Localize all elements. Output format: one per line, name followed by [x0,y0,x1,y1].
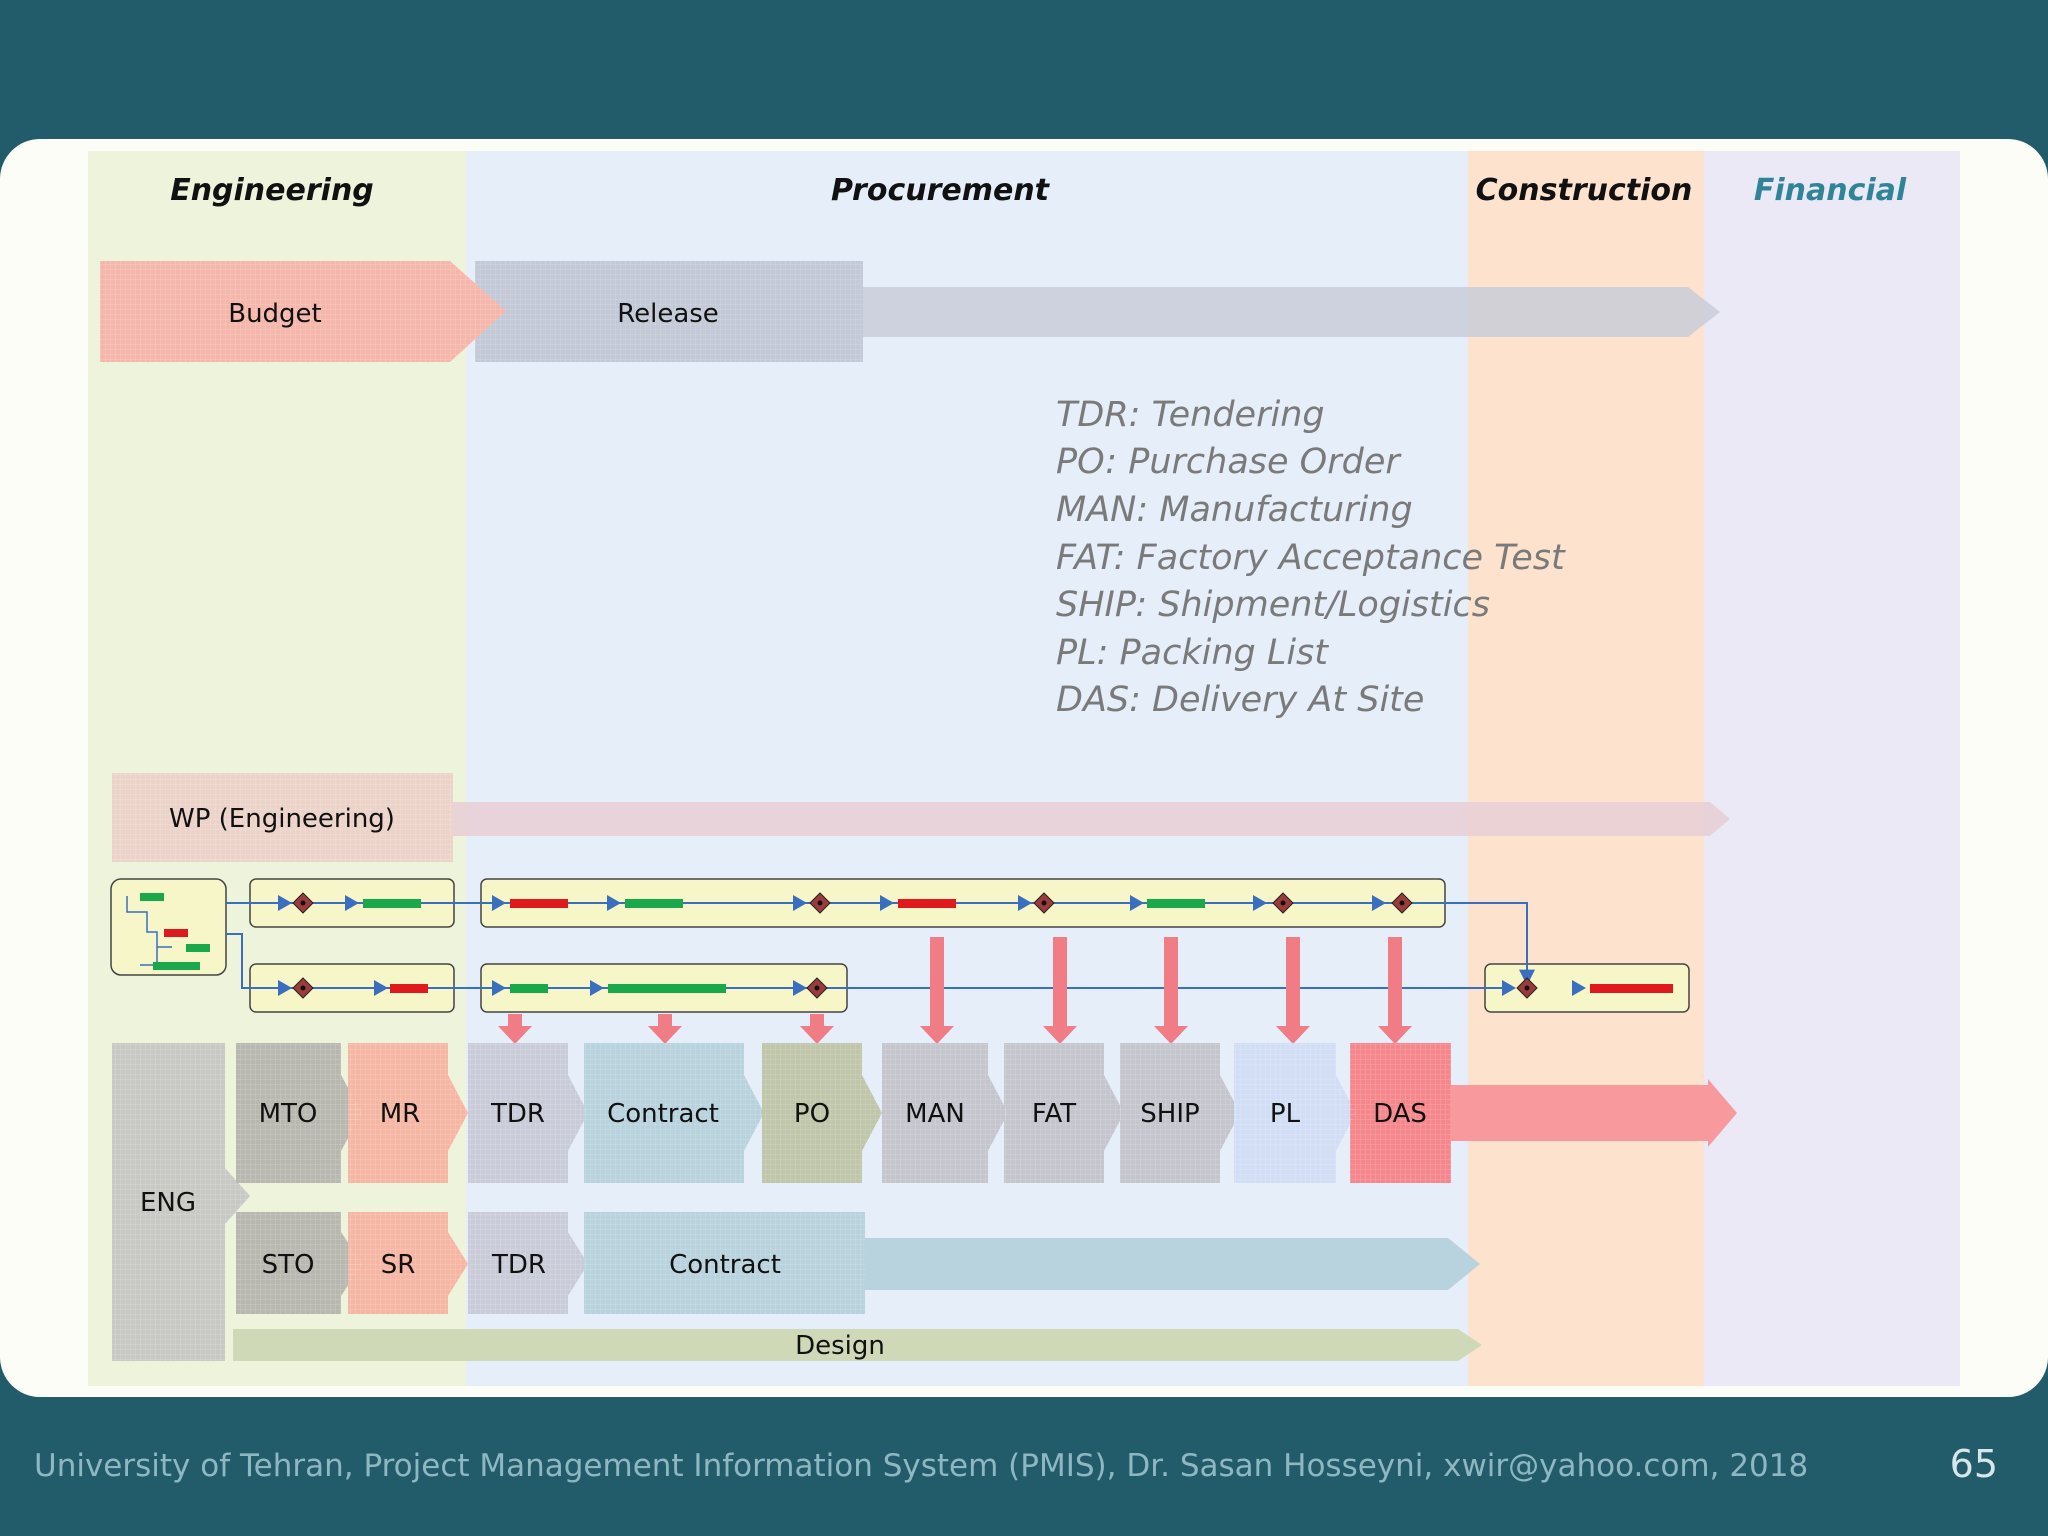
contract2-long-arrow [860,1238,1480,1290]
construction-heading: Construction [1476,173,1693,208]
man-label: MAN [905,1099,965,1129]
slide-card: Engineering Procurement Construction Fin… [0,139,2048,1397]
sto-label: STO [262,1250,315,1280]
legend-item: TDR: Tendering [1056,395,1325,435]
page-number: 65 [1949,1442,1998,1486]
contract2-label: Contract [669,1250,781,1280]
legend-item: SHIP: Shipment/Logistics [1056,585,1490,625]
process-flow-texture [112,1043,1451,1361]
wp-box-texture [112,773,453,862]
eng-label: ENG [140,1188,196,1218]
fat-label: FAT [1032,1099,1076,1129]
legend-item: PO: Purchase Order [1056,442,1402,482]
release-box-texture [475,261,863,362]
tdr-label: TDR [490,1099,545,1129]
engineering-heading: Engineering [170,173,374,208]
das-label: DAS [1373,1099,1427,1129]
legend-item: FAT: Factory Acceptance Test [1056,538,1566,578]
design-arrow [233,1329,1482,1361]
legend-item: DAS: Delivery At Site [1056,680,1424,720]
financial-heading: Financial [1754,173,1907,208]
das-long-arrow [1440,1079,1737,1147]
financial-column [1704,151,1960,1386]
wp-long-arrow [450,802,1730,836]
mto-label: MTO [259,1099,318,1129]
sr-label: SR [381,1250,416,1280]
pl-label: PL [1270,1099,1301,1129]
tdr2-label: TDR [491,1250,546,1280]
procurement-heading: Procurement [831,173,1051,208]
design-label: Design [795,1331,885,1361]
po-label: PO [794,1099,830,1129]
step-labels: ENG MTO MR TDR Contract PO MAN FAT SHIP … [140,1099,1427,1361]
flow-arrowheads [278,895,1586,996]
ship-label: SHIP [1140,1099,1199,1129]
wp-label: WP (Engineering) [169,804,395,834]
release-label: Release [617,299,719,329]
legend-item: MAN: Manufacturing [1056,490,1413,530]
connector-lines [226,902,1535,989]
footer-citation: University of Tehran, Project Management… [34,1448,1809,1484]
activity-bars [363,899,1673,993]
mini-schedule-contents [126,893,210,970]
budget-arrow-texture [100,261,506,362]
construction-column [1468,151,1704,1386]
mr-label: MR [380,1099,421,1129]
process-diagram: Engineering Procurement Construction Fin… [88,151,1960,1386]
red-down-arrows [498,937,1412,1044]
release-long-arrow [860,287,1720,337]
budget-label: Budget [228,299,322,329]
contract-label: Contract [607,1099,719,1129]
milestone-dots [300,900,1530,991]
abbreviation-legend: TDR: Tendering PO: Purchase Order MAN: M… [1056,395,1566,720]
legend-item: PL: Packing List [1056,633,1329,673]
mini-schedule-box [110,878,227,976]
